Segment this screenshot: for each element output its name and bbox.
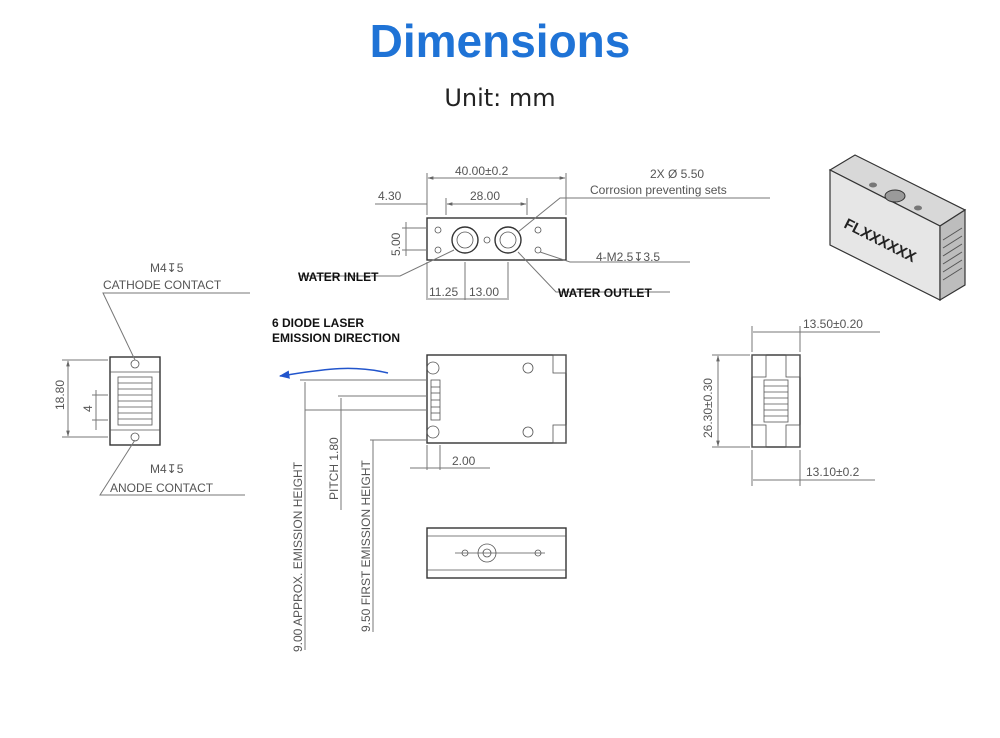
holes-sub-note: Corrosion preventing sets	[590, 183, 727, 197]
pitch-label: PITCH 1.80	[327, 437, 341, 500]
water-inlet-port	[451, 226, 479, 254]
left-view: M4↧5 CATHODE CONTACT M4↧5 ANODE CONTACT …	[53, 261, 250, 496]
right-view-body	[751, 354, 801, 448]
dim-top-height: 5.00	[389, 232, 403, 256]
dim-right-depth-2: 13.10±0.2	[806, 465, 860, 479]
dim-port-spacing: 13.00	[469, 285, 499, 299]
emission-label-2: EMISSION DIRECTION	[272, 331, 400, 345]
front-view: 6 DIODE LASER EMISSION DIRECTION 9.00 AP…	[272, 316, 567, 652]
dim-contact-spacing: 4	[81, 405, 95, 412]
page-subtitle: Unit: mm	[444, 84, 556, 112]
holes-note: 2X Ø 5.50	[650, 167, 704, 181]
dim-inlet-offset: 11.25	[429, 285, 458, 299]
water-outlet-port	[494, 226, 522, 254]
anode-thread: M4↧5	[150, 462, 184, 476]
left-view-fins	[117, 376, 153, 426]
water-outlet-label: WATER OUTLET	[558, 286, 652, 300]
thread-note: 4-M2.5↧3.5	[596, 250, 660, 264]
dim-front-offset: 2.00	[452, 454, 476, 468]
bottom-view	[426, 527, 567, 579]
approx-emission-height: 9.00 APPROX. EMISSION HEIGHT	[291, 461, 305, 652]
dim-left-height: 18.80	[53, 380, 67, 410]
anode-label: ANODE CONTACT	[110, 481, 214, 495]
emission-arrow	[278, 367, 389, 379]
isometric-view: FLXXXXXX	[828, 154, 967, 302]
front-view-body	[426, 354, 567, 444]
top-view: 40.00±0.2 28.00 4.30 5.00 2X Ø 5.50 Corr…	[298, 164, 770, 300]
emission-label-1: 6 DIODE LASER	[272, 316, 364, 330]
cathode-label: CATHODE CONTACT	[103, 278, 222, 292]
iso-fins	[942, 227, 963, 281]
first-emission-height: 9.50 FIRST EMISSION HEIGHT	[359, 460, 373, 632]
dim-right-depth: 13.50±0.20	[803, 317, 863, 331]
dim-hole-spacing: 28.00	[470, 189, 500, 203]
right-view-fins	[763, 379, 789, 423]
dim-right-height: 26.30±0.30	[701, 378, 715, 438]
cathode-thread: M4↧5	[150, 261, 184, 275]
dim-top-offset: 4.30	[378, 189, 402, 203]
dim-top-width: 40.00±0.2	[455, 164, 509, 178]
right-view: 13.50±0.20 26.30±0.30 13.10±0.2	[701, 317, 880, 486]
diode-stack	[430, 379, 441, 421]
page-title: Dimensions	[369, 15, 631, 67]
water-inlet-label: WATER INLET	[298, 270, 379, 284]
anode-screw	[130, 432, 140, 442]
